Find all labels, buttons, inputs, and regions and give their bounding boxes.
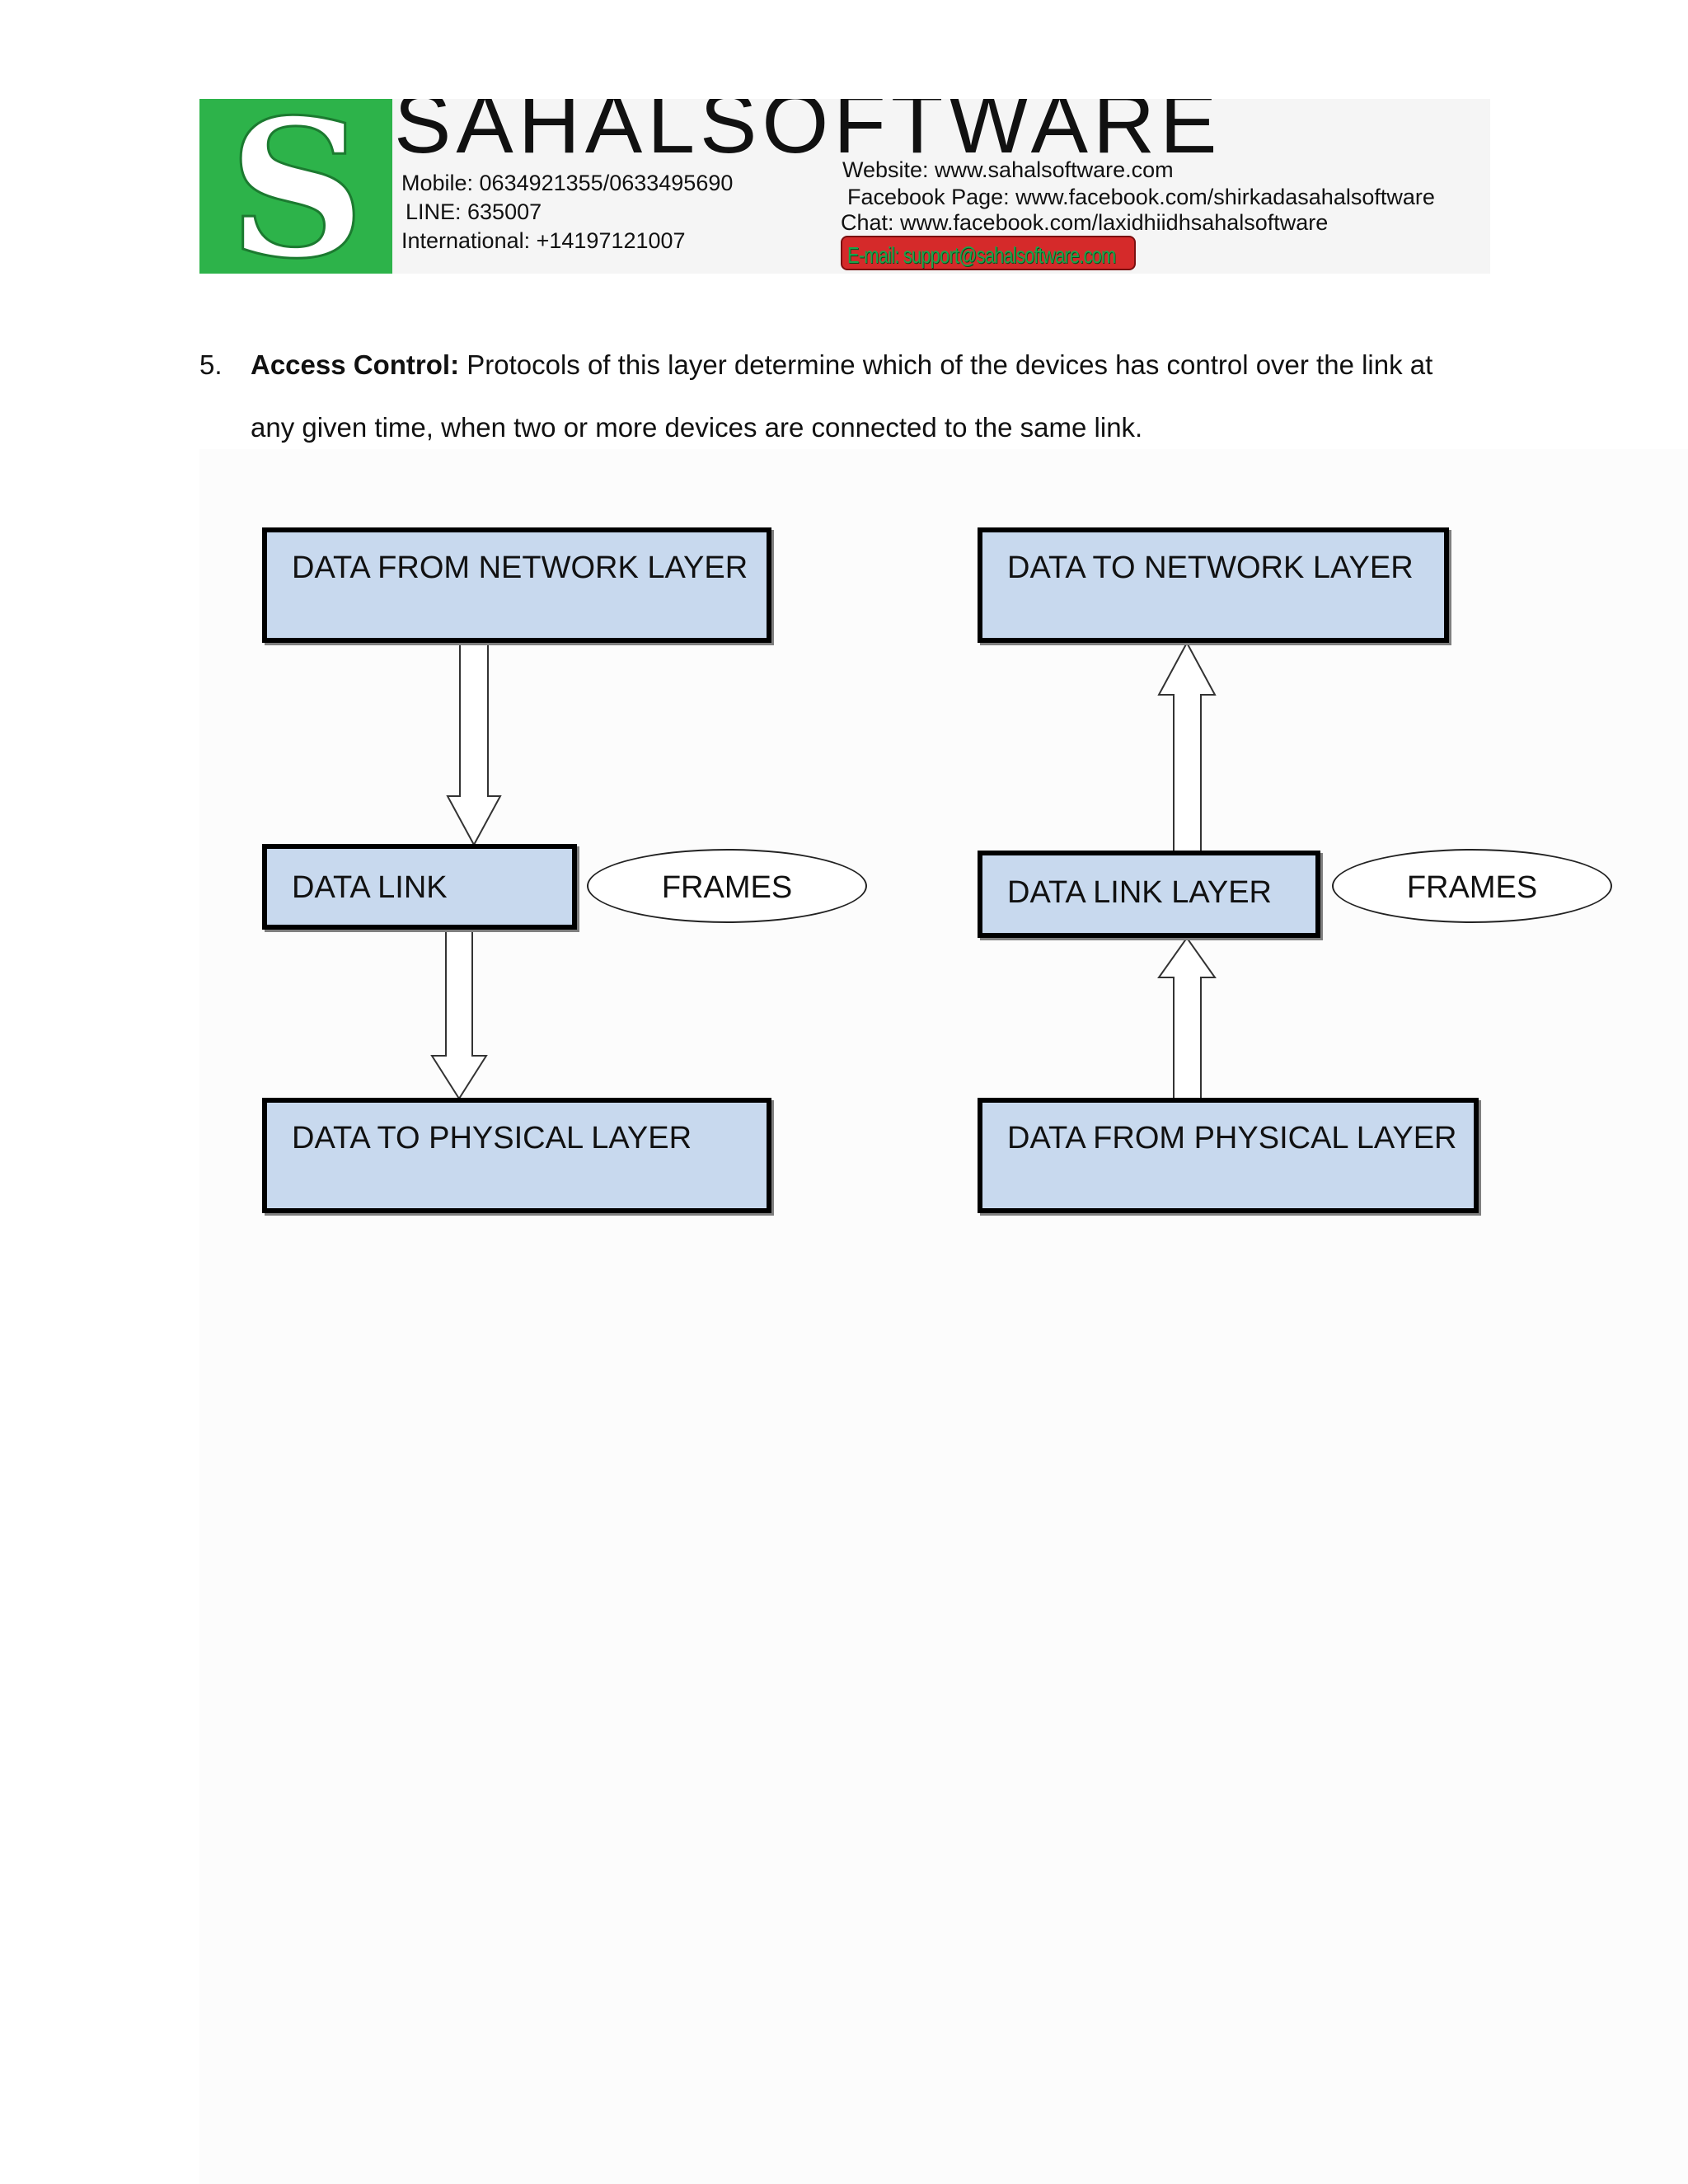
box-data-from-physical-layer: DATA FROM PHYSICAL LAYER: [978, 1098, 1479, 1213]
chat-text: Chat: www.facebook.com/laxidhiidhsahalso…: [841, 210, 1329, 235]
page-background: [199, 449, 1688, 2184]
arrow-up-2: [1157, 936, 1217, 1102]
box-label: DATA LINK: [292, 870, 448, 905]
box-label: DATA FROM PHYSICAL LAYER: [1007, 1121, 1457, 1155]
oval-frames-right: FRAMES: [1332, 849, 1612, 923]
international-number: International: +14197121007: [401, 228, 686, 253]
box-label: DATA FROM NETWORK LAYER: [292, 551, 748, 585]
email-text: E-mail: support@sahalsoftware.com: [847, 242, 1116, 268]
header-banner: S SAHALSOFTWARE Mobile: 0634921355/06334…: [199, 99, 1490, 274]
mobile-number: Mobile: 0634921355/0633495690: [401, 171, 734, 195]
box-data-from-network-layer: DATA FROM NETWORK LAYER: [262, 527, 771, 643]
paragraph-line-2: any given time, when two or more devices…: [251, 412, 1143, 443]
list-number: 5.: [199, 349, 223, 380]
paragraph-line-1: Access Control: Protocols of this layer …: [251, 334, 1432, 396]
brand-name: SAHALSOFTWARE: [394, 99, 1222, 171]
facebook-page-text: Facebook Page: www.facebook.com/shirkada…: [847, 185, 1435, 209]
oval-label: FRAMES: [661, 870, 793, 905]
company-logo: S: [199, 99, 392, 274]
paragraph-text-1: Protocols of this layer determine which …: [459, 349, 1433, 380]
box-data-link-layer: DATA LINK LAYER: [978, 851, 1320, 938]
box-data-to-network-layer: DATA TO NETWORK LAYER: [978, 527, 1449, 643]
arrow-down-1: [446, 640, 502, 847]
arrow-down-2: [430, 927, 488, 1100]
logo-s-icon: S: [227, 99, 366, 274]
website-text: Website: www.sahalsoftware.com: [842, 157, 1174, 182]
box-label: DATA TO PHYSICAL LAYER: [292, 1121, 692, 1155]
box-label: DATA TO NETWORK LAYER: [1007, 551, 1414, 585]
term-label: Access Control:: [251, 349, 460, 380]
oval-frames-left: FRAMES: [587, 849, 867, 923]
box-label: DATA LINK LAYER: [1007, 875, 1272, 910]
arrow-up-1: [1157, 640, 1217, 853]
line-number: LINE: 635007: [406, 199, 542, 224]
logo-letter: S: [228, 99, 365, 274]
box-data-link: DATA LINK: [262, 844, 577, 930]
box-data-to-physical-layer: DATA TO PHYSICAL LAYER: [262, 1098, 771, 1213]
oval-label: FRAMES: [1406, 870, 1538, 905]
email-badge: E-mail: support@sahalsoftware.com: [841, 236, 1136, 270]
